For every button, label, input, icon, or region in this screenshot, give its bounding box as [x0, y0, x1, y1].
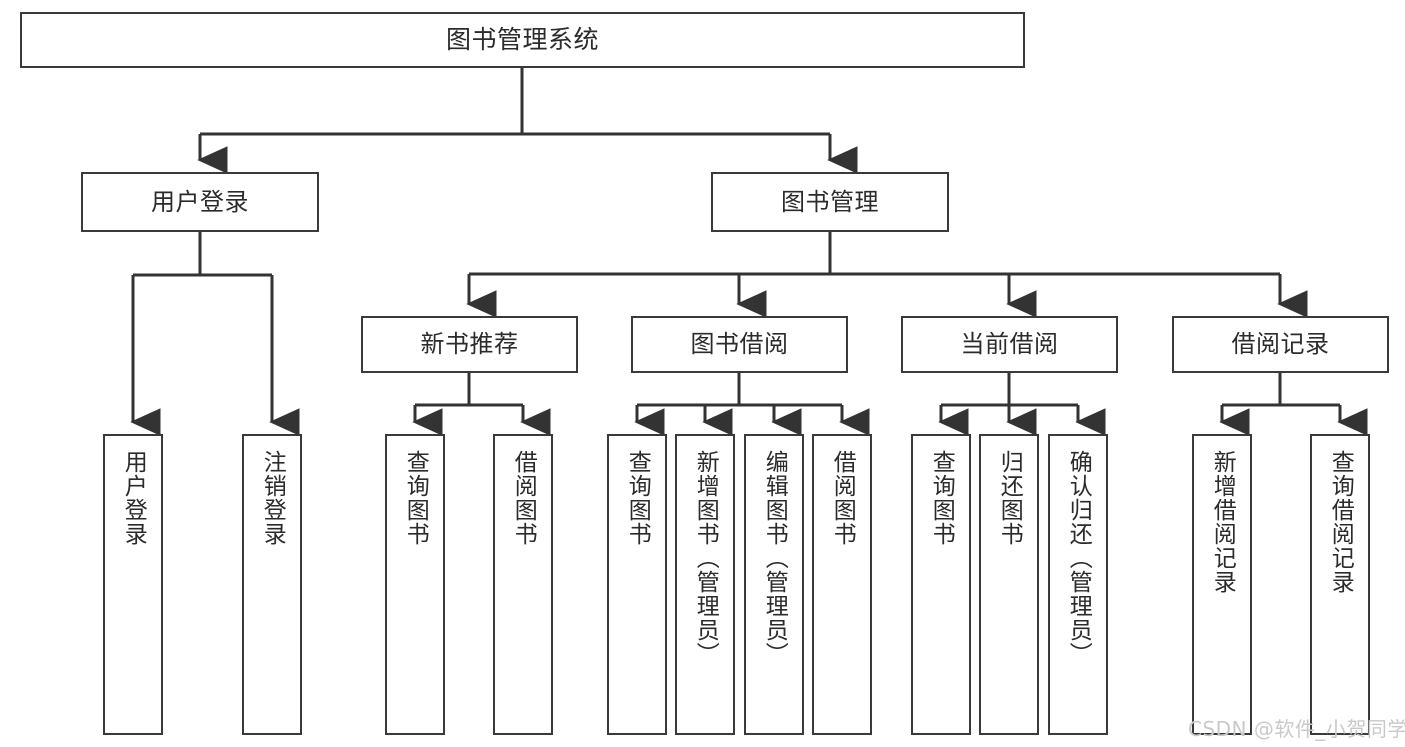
node-book-borrow[interactable]: 图书借阅	[631, 316, 848, 373]
node-leaf-logout-login-label: 注销登录	[259, 450, 286, 546]
node-new-book-recommend-label: 新书推荐	[420, 330, 519, 359]
node-leaf-query-book-1[interactable]: 查询图书	[385, 434, 445, 735]
node-user-login-label: 用户登录	[151, 187, 249, 216]
node-leaf-borrow-book-2[interactable]: 借阅图书	[812, 434, 872, 735]
node-leaf-borrow-book-1[interactable]: 借阅图书	[493, 434, 553, 735]
node-leaf-query-borrow-record[interactable]: 查询借阅记录	[1310, 434, 1370, 735]
node-leaf-add-book[interactable]: 新增图书（管理员）	[675, 434, 735, 735]
node-leaf-add-borrow-record[interactable]: 新增借阅记录	[1192, 434, 1252, 735]
node-new-book-recommend[interactable]: 新书推荐	[361, 316, 578, 373]
node-book-management-label: 图书管理	[781, 187, 879, 216]
node-current-borrow[interactable]: 当前借阅	[901, 316, 1118, 373]
node-leaf-query-book-3[interactable]: 查询图书	[911, 434, 971, 735]
node-leaf-query-book-2-label: 查询图书	[624, 450, 651, 546]
node-book-borrow-label: 图书借阅	[690, 330, 789, 359]
node-leaf-edit-book-label: 编辑图书（管理员）	[761, 450, 788, 666]
node-leaf-return-book-label: 归还图书	[996, 450, 1023, 546]
node-leaf-user-login-label: 用户登录	[120, 450, 147, 546]
node-leaf-borrow-book-2-label: 借阅图书	[829, 450, 856, 546]
node-leaf-add-book-label: 新增图书（管理员）	[692, 450, 719, 666]
node-leaf-borrow-book-1-label: 借阅图书	[510, 450, 537, 546]
node-leaf-query-book-2[interactable]: 查询图书	[607, 434, 667, 735]
node-root-system[interactable]: 图书管理系统	[20, 12, 1025, 68]
csdn-watermark: CSDN @软件_小贺同学	[1188, 717, 1405, 741]
node-leaf-query-borrow-record-label: 查询借阅记录	[1327, 450, 1354, 594]
node-leaf-return-book[interactable]: 归还图书	[979, 434, 1039, 735]
node-leaf-query-book-1-label: 查询图书	[402, 450, 429, 546]
node-leaf-query-book-3-label: 查询图书	[928, 450, 955, 546]
node-leaf-add-borrow-record-label: 新增借阅记录	[1209, 450, 1236, 594]
node-leaf-logout-login[interactable]: 注销登录	[242, 434, 302, 735]
node-user-login[interactable]: 用户登录	[81, 172, 319, 232]
node-root-system-label: 图书管理系统	[445, 25, 599, 55]
node-leaf-confirm-return[interactable]: 确认归还（管理员）	[1048, 434, 1108, 735]
node-borrow-record-label: 借阅记录	[1231, 330, 1330, 359]
node-current-borrow-label: 当前借阅	[960, 330, 1059, 359]
node-leaf-user-login[interactable]: 用户登录	[103, 434, 163, 735]
node-leaf-confirm-return-label: 确认归还（管理员）	[1065, 450, 1092, 666]
node-borrow-record[interactable]: 借阅记录	[1172, 316, 1389, 373]
node-book-management[interactable]: 图书管理	[711, 172, 949, 232]
node-leaf-edit-book[interactable]: 编辑图书（管理员）	[744, 434, 804, 735]
